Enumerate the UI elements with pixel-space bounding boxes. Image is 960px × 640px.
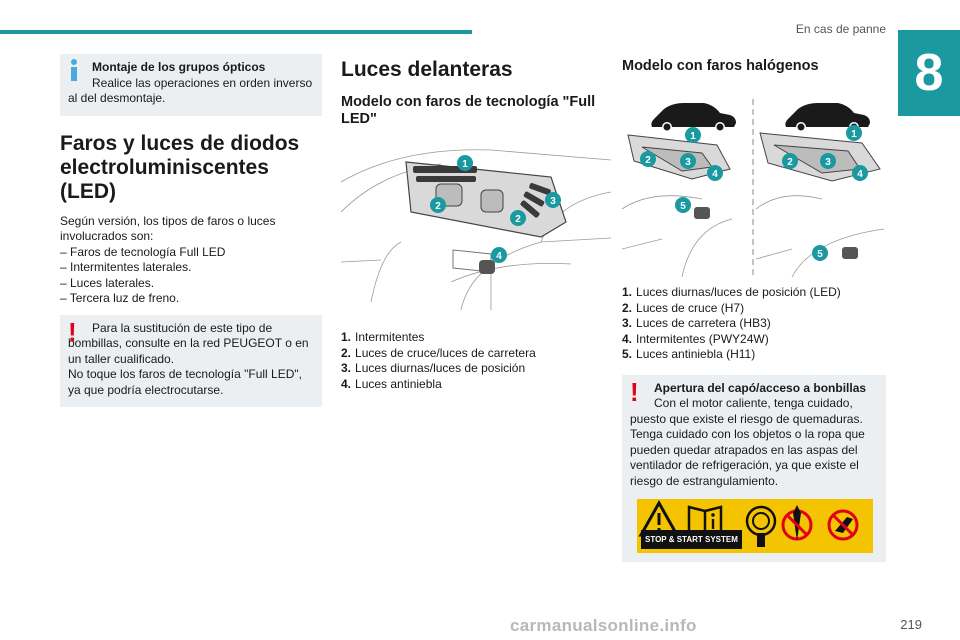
info-box-text: Realice las operaciones en orden inverso… xyxy=(68,75,313,106)
callout-label: 4 xyxy=(496,251,502,262)
info-icon xyxy=(69,59,79,81)
stop-start-label: STOP & START SYSTEM xyxy=(641,529,742,549)
section-title: En cas de panne xyxy=(795,22,886,36)
list-item: 4.Intermitentes (PWY24W) xyxy=(622,331,769,346)
halogen-legend: 1.Luces diurnas/luces de posición (LED) … xyxy=(622,285,886,363)
full-led-legend: 1.Intermitentes 2.Luces de cruce/luces d… xyxy=(341,330,611,392)
callout-label: 3 xyxy=(685,157,691,168)
callout-4 xyxy=(491,247,507,263)
halogen-headlamp-illustration: 1 2 3 4 5 1 2 3 4 5 xyxy=(622,99,884,277)
watermark: carmanualsonline.info xyxy=(510,616,697,635)
callout-label: 5 xyxy=(680,201,686,212)
warning-box: ! Para la sustitución de este tipo de bo… xyxy=(60,314,322,407)
callout-2 xyxy=(782,153,798,169)
column-right: Modelo con faros halógenos xyxy=(622,54,886,562)
callout-label: 4 xyxy=(857,169,863,180)
callout-label: 4 xyxy=(712,169,718,180)
stop-start-pictogram: STOP & START SYSTEM xyxy=(637,499,873,553)
callout-label: 2 xyxy=(515,214,521,225)
list-item: 4.Luces antiniebla xyxy=(341,376,442,391)
callout-2 xyxy=(510,210,526,226)
header-accent-bar xyxy=(0,30,472,34)
callout-label: 2 xyxy=(645,155,651,166)
warning-icon: ! xyxy=(630,376,639,407)
led-heading: Faros y luces de diodos electroluminisce… xyxy=(60,131,300,203)
list-item: 1.Luces diurnas/luces de posición (LED) xyxy=(622,285,841,299)
page-number: 219 xyxy=(900,617,922,632)
column-left: Montaje de los grupos ópticos Realice la… xyxy=(60,54,322,407)
callout-label: 1 xyxy=(690,131,696,142)
list-item: 2.Luces de cruce (H7) xyxy=(622,300,745,315)
callout-2 xyxy=(430,197,446,213)
led-bullet-list: – Faros de tecnología Full LED – Intermi… xyxy=(60,245,322,307)
list-item: – Intermitentes laterales. xyxy=(60,260,192,274)
callout-1 xyxy=(846,125,862,141)
no-tie-icon xyxy=(781,505,813,541)
list-item: – Luces laterales. xyxy=(60,275,155,290)
no-hand-icon xyxy=(827,509,859,541)
callout-label: 5 xyxy=(817,249,823,260)
warning-text: Con el motor caliente, tenga cuidado, pu… xyxy=(630,396,865,488)
warning-box-hood: ! Apertura del capó/acceso a bonbillas C… xyxy=(622,374,886,562)
full-led-headlamp-illustration: 1 2 2 3 4 xyxy=(341,149,611,310)
full-led-subheading: Modelo con faros de tecnología "Full LED… xyxy=(341,94,596,127)
list-item: 2.Luces de cruce/luces de carretera xyxy=(341,345,536,360)
callout-label: 1 xyxy=(462,159,468,170)
callout-label: 3 xyxy=(825,157,831,168)
callout-3 xyxy=(820,153,836,169)
callout-label: 2 xyxy=(787,157,793,168)
list-item: 5.Luces antiniebla (H11) xyxy=(622,347,756,361)
list-item: 3.Luces de carretera (HB3) xyxy=(622,316,771,330)
callout-1 xyxy=(457,155,473,171)
halogen-subheading: Modelo con faros halógenos xyxy=(622,58,819,74)
callout-2 xyxy=(640,151,656,167)
warning-title: Apertura del capó/acceso a bonbillas xyxy=(654,380,867,395)
callout-label: 3 xyxy=(550,196,556,207)
warning-icon: ! xyxy=(68,316,77,347)
callout-3 xyxy=(545,192,561,208)
full-led-figure: 1 2 2 3 4 xyxy=(341,142,611,310)
column-middle: Luces delanteras Modelo con faros de tec… xyxy=(341,54,611,392)
led-intro: Según versión, los tipos de faros o luce… xyxy=(60,213,276,244)
callout-4 xyxy=(707,165,723,181)
callout-5 xyxy=(675,197,691,213)
callout-3 xyxy=(680,153,696,169)
info-box-title: Montaje de los grupos ópticos xyxy=(92,60,266,74)
list-item: 1.Intermitentes xyxy=(341,330,425,344)
halogen-figure: 1 2 3 4 5 1 2 3 4 5 xyxy=(622,89,884,277)
car-silhouette-icon xyxy=(651,103,736,127)
fan-hazard-icon xyxy=(745,505,777,547)
list-item: – Tercera luz de freno. xyxy=(60,291,180,305)
callout-4 xyxy=(852,165,868,181)
warning-text-2: No toque los faros de tecnología "Full L… xyxy=(68,367,302,397)
list-item: – Faros de tecnología Full LED xyxy=(60,244,226,259)
callout-1 xyxy=(685,127,701,143)
chapter-tab: 8 xyxy=(898,30,960,116)
callout-label: 2 xyxy=(435,201,441,212)
list-item: 3.Luces diurnas/luces de posición xyxy=(341,361,526,375)
callout-5 xyxy=(812,245,828,261)
info-box: Montaje de los grupos ópticos Realice la… xyxy=(60,54,322,116)
warning-text: Para la sustitución de este tipo de bomb… xyxy=(68,320,309,366)
car-silhouette-icon xyxy=(785,103,870,127)
callout-label: 1 xyxy=(851,129,857,140)
front-lights-heading: Luces delanteras xyxy=(341,58,513,81)
